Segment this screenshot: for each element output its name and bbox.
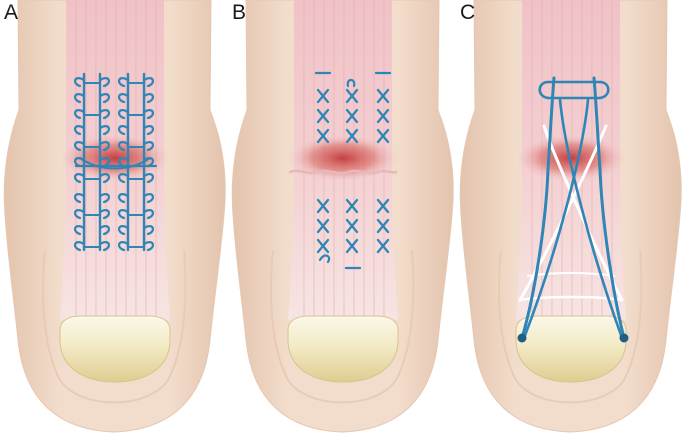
suture-x	[345, 88, 359, 104]
suture-x	[376, 198, 390, 214]
suture-loop	[118, 93, 130, 104]
suture-loop	[98, 173, 110, 184]
suture-x	[316, 198, 330, 214]
calcaneus	[59, 315, 171, 383]
suture-loop	[74, 225, 86, 236]
panel-c-illustration	[459, 0, 682, 433]
suture-loop	[118, 225, 130, 236]
panel-b: B	[228, 0, 457, 436]
suture-x	[376, 218, 390, 234]
suture-loop	[142, 209, 154, 220]
suture-loop	[74, 241, 86, 252]
suture-loop	[98, 225, 110, 236]
suture-loop	[118, 209, 130, 220]
suture-loop	[98, 193, 110, 204]
suture-loop	[142, 193, 154, 204]
suture-x	[316, 238, 330, 254]
suture-loop	[118, 173, 130, 184]
suture-loop	[598, 80, 610, 100]
suture-loop	[142, 125, 154, 136]
suture-knot	[346, 78, 356, 88]
suture-loop	[74, 93, 86, 104]
heel-contour	[41, 249, 187, 404]
suture-loop	[74, 77, 86, 88]
suture-x	[376, 128, 390, 144]
panel-a-illustration	[3, 0, 226, 433]
suture-cross	[79, 157, 151, 170]
suture-loop	[118, 241, 130, 252]
rupture-zone	[287, 134, 399, 182]
suture-loop	[118, 193, 130, 204]
suture-loop	[74, 209, 86, 220]
suture-loop	[538, 80, 550, 100]
panel-c-label: C	[460, 1, 476, 24]
suture-x	[376, 88, 390, 104]
suture-loop	[74, 173, 86, 184]
suture-loop	[118, 109, 130, 120]
suture-loop	[98, 209, 110, 220]
suture-loop	[142, 173, 154, 184]
suture-loop	[118, 77, 130, 88]
suture-x	[345, 198, 359, 214]
calcaneus	[515, 315, 627, 383]
suture-loop	[74, 141, 86, 152]
suture-x	[316, 218, 330, 234]
panel-a: A	[0, 0, 229, 436]
suture-x	[345, 128, 359, 144]
suture-loop	[98, 109, 110, 120]
rupture-zone	[515, 134, 627, 182]
suture-loop	[142, 141, 154, 152]
calcaneus	[287, 315, 399, 383]
suture-loop	[142, 225, 154, 236]
anchor-right	[619, 333, 629, 343]
panel-a-label: A	[4, 1, 19, 24]
suture-x	[376, 238, 390, 254]
suture-loop	[118, 125, 130, 136]
suture-loop	[74, 125, 86, 136]
white-strand	[518, 295, 624, 302]
suture-loop	[98, 93, 110, 104]
suture-loop	[74, 109, 86, 120]
suture-strand	[558, 98, 624, 340]
suture-x	[316, 108, 330, 124]
suture-x	[376, 108, 390, 124]
suture-loop	[98, 77, 110, 88]
suture-loop	[98, 125, 110, 136]
suture-loop	[118, 141, 130, 152]
suture-loop	[98, 241, 110, 252]
suture-strand	[520, 76, 556, 340]
suture-x	[345, 108, 359, 124]
heel-contour	[497, 249, 643, 404]
suture-x	[345, 218, 359, 234]
heel-contour	[269, 249, 415, 404]
suture-loop	[74, 193, 86, 204]
panel-c: C	[456, 0, 685, 436]
suture-loop	[142, 109, 154, 120]
suture-loop	[142, 77, 154, 88]
suture-loop	[98, 141, 110, 152]
suture-loop	[142, 93, 154, 104]
suture-x	[316, 88, 330, 104]
suture-strand	[592, 76, 626, 340]
anchor-left	[517, 333, 527, 343]
suture-strand	[522, 98, 590, 340]
suture-x	[345, 238, 359, 254]
suture-knot	[318, 254, 331, 264]
panel-b-illustration	[231, 0, 454, 433]
panel-b-label: B	[232, 1, 247, 24]
suture-x	[316, 128, 330, 144]
tear-line	[288, 169, 398, 175]
suture-loop	[142, 241, 154, 252]
